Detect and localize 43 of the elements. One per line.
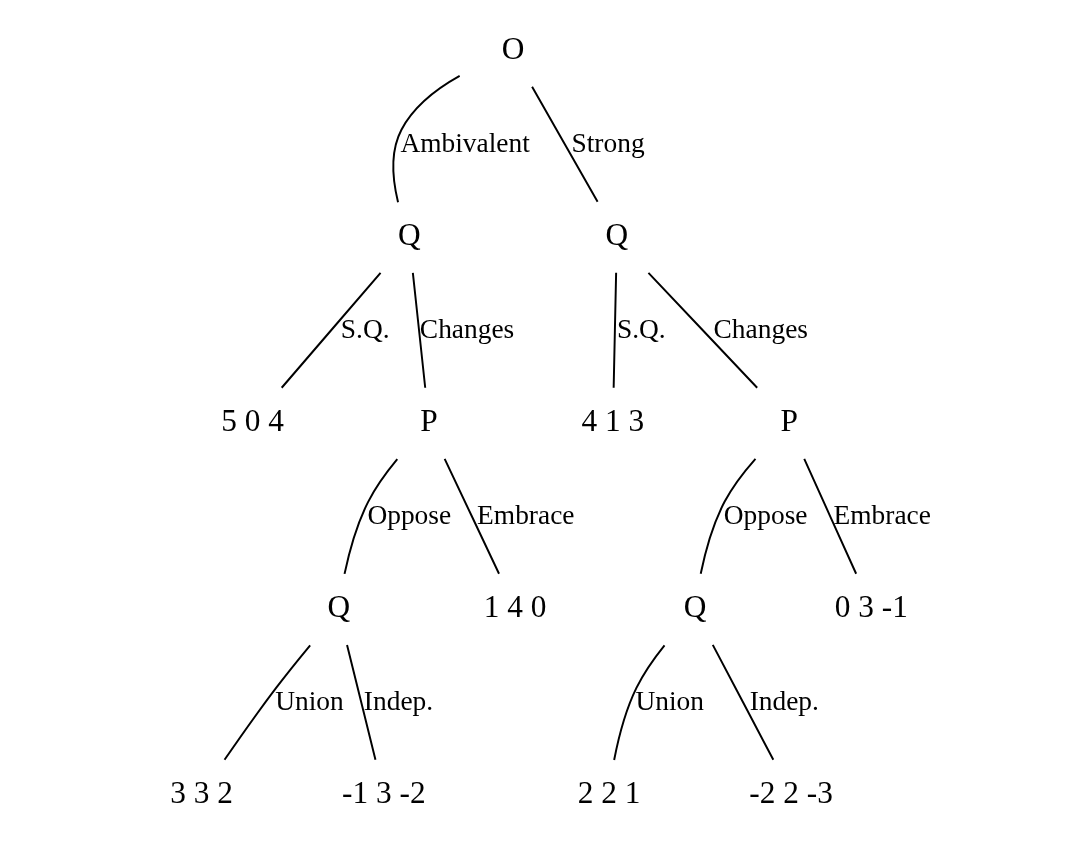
connector: [699, 457, 757, 575]
connector: [531, 85, 599, 203]
node-text: 1 4 0: [483, 588, 547, 624]
connector: [443, 457, 500, 575]
connector: [392, 75, 461, 204]
edge-label: Changes: [713, 313, 808, 344]
connector: [411, 271, 427, 389]
connector: [280, 271, 382, 389]
connector: [613, 644, 666, 761]
node-text: Q: [683, 588, 707, 624]
node-text: 5 0 4: [221, 402, 284, 438]
edge-label: S.Q.: [616, 313, 666, 344]
edge-label: Indep.: [363, 685, 434, 716]
connector: [711, 643, 775, 761]
node-text: 0 3 -1: [834, 588, 908, 624]
node-text: 2 2 1: [577, 775, 641, 811]
connector: [647, 271, 759, 389]
node-text: Q: [397, 216, 421, 252]
edge-label: S.Q.: [340, 313, 390, 344]
edge-label: Oppose: [367, 499, 452, 530]
connector: [346, 643, 377, 761]
edge-label: Embrace: [833, 499, 931, 530]
connector: [803, 457, 858, 575]
node-text: P: [780, 402, 798, 438]
edge-label: Embrace: [477, 499, 575, 530]
edge-label: Ambivalent: [400, 127, 530, 158]
edge-label: Union: [635, 685, 704, 716]
node-text: -2 2 -3: [749, 775, 833, 811]
connector: [612, 271, 618, 389]
node-text: 4 1 3: [581, 402, 645, 438]
node-text: 3 3 2: [170, 775, 234, 811]
edge-label: Changes: [419, 313, 515, 344]
node-text: Q: [327, 588, 351, 624]
edge-label: Strong: [571, 127, 645, 158]
node-text: -1 3 -2: [342, 775, 426, 811]
node-text: O: [501, 30, 525, 66]
edge-label: Indep.: [749, 685, 819, 716]
node-text: Q: [605, 216, 629, 252]
connector: [223, 644, 312, 761]
edge-label: Oppose: [723, 499, 808, 530]
edge-label: Union: [275, 685, 344, 716]
node-text: P: [420, 402, 438, 438]
connector: [343, 458, 399, 575]
